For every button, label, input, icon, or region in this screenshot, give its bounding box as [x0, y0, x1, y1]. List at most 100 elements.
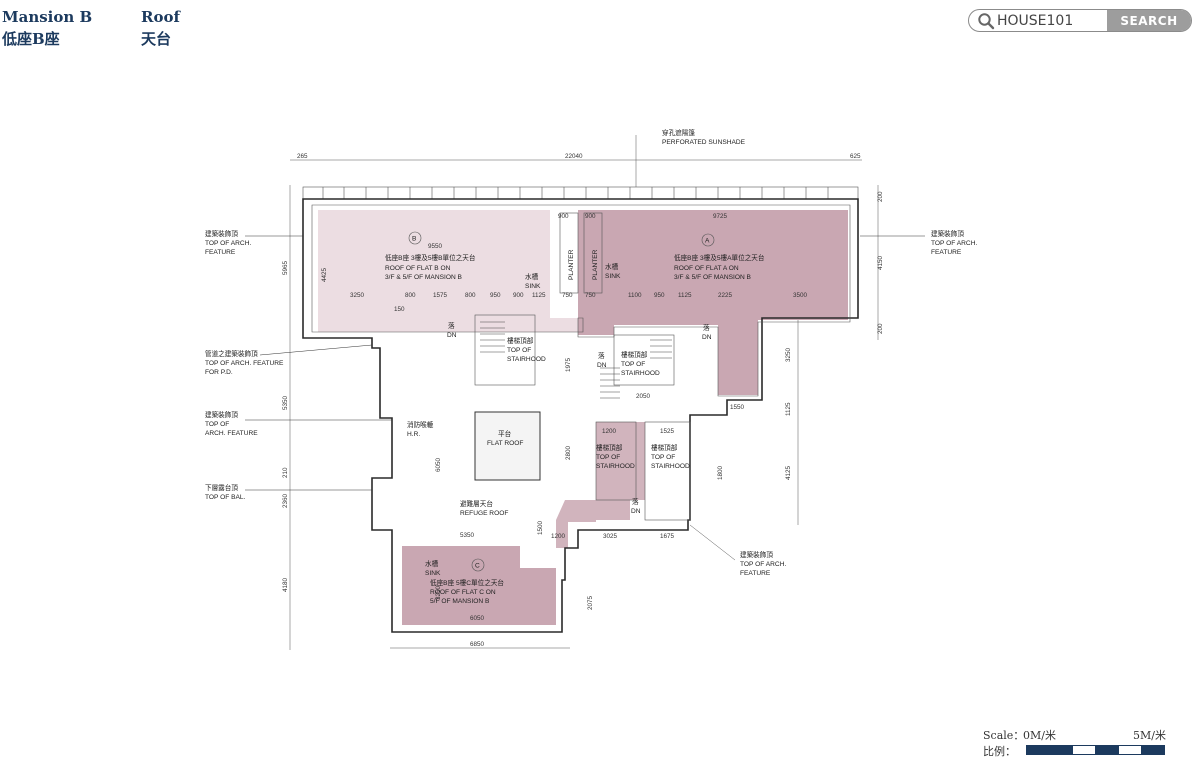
- hose-reel-en: H.R.: [407, 431, 420, 438]
- stairhood-1-en2: STAIRHOOD: [507, 356, 546, 363]
- dim-right-4: 1125: [785, 402, 792, 416]
- stairhood-left: [474, 314, 536, 386]
- sink-a-zh: 水槽: [605, 262, 619, 271]
- stairhood-4-zh: 樓梯頂部: [651, 443, 678, 452]
- flat-a-label-en1: ROOF OF FLAT A ON: [674, 265, 739, 272]
- dn-3-zh: 落: [598, 351, 605, 360]
- arch-left-en1: TOP OF ARCH.: [205, 240, 251, 247]
- planter-right: [583, 212, 603, 294]
- flat-b-dim-6: 1125: [532, 292, 546, 299]
- stairhood-1-en1: TOP OF: [507, 347, 531, 354]
- dn-1-zh: 落: [448, 321, 455, 330]
- dn-3-en: DN: [597, 362, 607, 369]
- dn-2-zh: 落: [703, 323, 710, 332]
- flat-b-dim-2: 1575: [433, 292, 448, 299]
- stairhood-lower-right: [644, 421, 691, 521]
- scale-segment: [1049, 745, 1073, 755]
- flat-b-dim-3: 800: [465, 292, 476, 299]
- sink-c-en: SINK: [425, 570, 441, 577]
- search-bar: SEARCH: [968, 9, 1192, 32]
- flat-b-label-en2: 3/F & 5/F OF MANSION B: [385, 274, 463, 281]
- arch-bottom-zh: 建築裝飾頂: [740, 550, 773, 559]
- dn-1-en: DN: [447, 332, 457, 339]
- scale-end: 5M/米: [1133, 729, 1166, 742]
- flat-b-dim-4: 950: [490, 292, 501, 299]
- dim-mid-4: 1975: [565, 357, 572, 372]
- scale-label: Scale：: [983, 729, 1025, 742]
- dim-mid-15: 1200: [551, 533, 566, 540]
- arch-bottom-en1: TOP OF ARCH.: [740, 561, 786, 568]
- stairhood-2-en1: TOP OF: [621, 361, 645, 368]
- stairhood-2-en2: STAIRHOOD: [621, 370, 660, 377]
- marker-a: [701, 233, 715, 247]
- dim-mid-12: 3025: [603, 533, 618, 540]
- dim-left-0: 5965: [282, 260, 289, 275]
- arch-right-zh: 建築裝飾頂: [931, 229, 964, 238]
- stairhood-3-en2: STAIRHOOD: [596, 463, 635, 470]
- flat-c-label-en2: 5/F OF MANSION B: [430, 598, 490, 605]
- dim-left-4: 4180: [282, 577, 289, 592]
- scale-label-zh: 比例：: [983, 745, 1016, 758]
- dim-left-3: 2360: [282, 493, 289, 508]
- flat-a-dim-5: 2225: [718, 292, 733, 299]
- dn-4-en: DN: [631, 508, 641, 515]
- dim-mid-16: 2075: [587, 595, 594, 610]
- flat-c-width: 5350: [460, 532, 475, 539]
- dim-mid-6: 2800: [565, 445, 572, 460]
- inner-parapet: [311, 204, 851, 397]
- search-button[interactable]: SEARCH: [1107, 10, 1191, 31]
- flat-c-label-en1: ROOF OF FLAT C ON: [430, 589, 496, 596]
- dim-mid-13: 1675: [660, 533, 675, 540]
- flat-b-roof-area: [318, 210, 583, 332]
- flat-roof-box: [474, 411, 541, 481]
- mansion-name-en: Mansion B: [2, 8, 93, 26]
- search-input[interactable]: [997, 10, 1105, 31]
- flat-b-height: 4425: [321, 267, 328, 282]
- scale-start: 0M/米: [1023, 729, 1056, 742]
- dn-2-en: DN: [702, 334, 712, 341]
- flat-b-dim-5: 900: [513, 292, 524, 299]
- flat-a-dim-4: 1125: [678, 292, 692, 299]
- dim-right-0: 200: [877, 191, 884, 202]
- stair-treads: [480, 321, 672, 399]
- bal-zh: 下層露台頂: [205, 483, 238, 492]
- refuge-roof-zh: 避難層天台: [460, 499, 493, 508]
- flat-roof-zh: 平台: [498, 429, 512, 438]
- dim-top-total: 22040: [565, 153, 583, 160]
- scale-segment: [1118, 745, 1142, 755]
- flat-c-label-zh: 低座B座 5樓C單位之天台: [430, 578, 504, 587]
- dim-right-5: 4125: [785, 465, 792, 480]
- planter-left-label: PLANTER: [568, 249, 575, 280]
- dim-right-1: 4150: [877, 255, 884, 270]
- scale-bar: [1026, 745, 1165, 755]
- marker-b: [408, 231, 422, 245]
- marker-c: [471, 558, 485, 572]
- dim-mid-14: 1500: [537, 520, 544, 535]
- flat-a-dim-3: 950: [654, 292, 665, 299]
- dim-top-left: 265: [297, 153, 308, 160]
- marker-c-label: C: [475, 563, 480, 570]
- flat-a-label-zh: 低座B座 3樓及5樓A單位之天台: [674, 253, 765, 262]
- sink-a-en: SINK: [605, 273, 621, 280]
- dim-mid-9: 1200: [602, 428, 617, 435]
- flat-c-height: 3250: [435, 585, 442, 600]
- flat-c-bottom-dim: 6050: [470, 615, 485, 622]
- arch-pd-zh: 管道之建築裝飾頂: [205, 349, 258, 358]
- scale-segment: [1072, 745, 1096, 755]
- flat-b-dim-1: 800: [405, 292, 416, 299]
- stairhood-4-en2: STAIRHOOD: [651, 463, 690, 470]
- stairhood-3-en1: TOP OF: [596, 454, 620, 461]
- search-icon: [978, 13, 995, 30]
- arch-pd-en1: TOP OF ARCH. FEATURE: [205, 360, 284, 367]
- flat-a-dim-6: 3500: [793, 292, 808, 299]
- sunshade-label-en: PERFORATED SUNSHADE: [662, 139, 746, 146]
- sunshade-band: [302, 186, 859, 200]
- flat-b-label-zh: 低座B座 3樓及5樓B單位之天台: [385, 253, 476, 262]
- dim-bottom-total: 6850: [470, 641, 485, 648]
- bal-en: TOP OF BAL.: [205, 494, 246, 501]
- dim-left-1: 5350: [282, 395, 289, 410]
- floor-level-zh: 天台: [141, 30, 172, 48]
- flat-a-label-en2: 3/F & 5/F OF MANSION B: [674, 274, 752, 281]
- flat-a-width: 9725: [713, 213, 728, 220]
- dim-mid-10: 1525: [660, 428, 675, 435]
